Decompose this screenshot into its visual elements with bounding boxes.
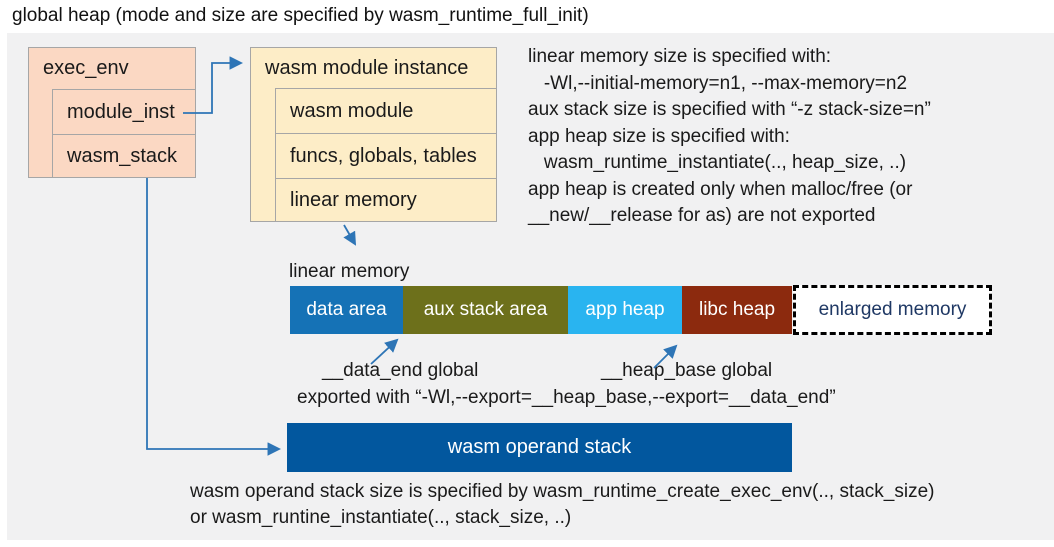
data-area-label: data area	[306, 299, 387, 320]
operand-stack-note: wasm operand stack size is specified by …	[190, 481, 935, 528]
linear-memory-field-label: linear memory	[290, 188, 417, 211]
aux-stack-area-segment: aux stack area	[403, 286, 568, 334]
data-area-segment: data area	[290, 286, 403, 334]
note-line-6: app heap is created only when malloc/fre…	[528, 178, 913, 200]
aux-stack-area-label: aux stack area	[423, 299, 548, 320]
note-line-4: app heap size is specified with:	[528, 125, 790, 147]
module-instance-title: wasm module instance	[265, 56, 469, 79]
note-line-1: linear memory size is specified with:	[528, 46, 832, 67]
libc-heap-segment: libc heap	[682, 286, 792, 334]
note-line-2: -Wl,--initial-memory=n1, --max-memory=n2	[528, 72, 908, 94]
page-title: global heap (mode and size are specified…	[12, 5, 589, 26]
size-config-notes: linear memory size is specified with: -W…	[528, 44, 1048, 230]
funcs-globals-tables-field: funcs, globals, tables	[275, 133, 497, 179]
app-heap-label: app heap	[585, 299, 665, 320]
module-instance-box: wasm module instance	[250, 47, 497, 89]
linear-memory-field: linear memory	[275, 178, 497, 222]
module-instance-left-strip	[250, 88, 276, 222]
data-end-global-label: __data_end global	[322, 360, 479, 381]
libc-heap-label: libc heap	[698, 299, 776, 320]
module-inst-field: module_inst	[52, 89, 196, 135]
heap-base-global-label: __heap_base global	[601, 360, 773, 381]
export-note: exported with “-Wl,--export=__heap_base,…	[297, 387, 836, 408]
wasm-operand-stack-label: wasm operand stack	[447, 436, 632, 458]
funcs-globals-tables-label: funcs, globals, tables	[290, 144, 477, 167]
wasm-stack-label: wasm_stack	[67, 144, 178, 167]
app-heap-segment: app heap	[568, 286, 682, 334]
wasm-stack-field: wasm_stack	[52, 134, 196, 178]
note-line-3: aux stack size is specified with “-z sta…	[528, 99, 931, 120]
wasm-operand-stack-bar: wasm operand stack	[287, 423, 792, 472]
enlarged-memory-label: enlarged memory	[818, 299, 967, 320]
exec-env-box: exec_env	[28, 47, 196, 90]
wasm-module-label: wasm module	[290, 99, 414, 122]
enlarged-memory-segment: enlarged memory	[793, 285, 992, 335]
linear-memory-bar-title: linear memory	[289, 261, 410, 282]
exec-env-title: exec_env	[43, 57, 129, 79]
wasm-module-field: wasm module	[275, 88, 497, 134]
note-line-5: wasm_runtime_instantiate(.., heap_size, …	[528, 152, 907, 173]
exec-env-left-strip	[28, 89, 53, 178]
module-inst-label: module_inst	[67, 100, 175, 123]
note-line-7: __new/__release for as) are not exported	[528, 205, 876, 226]
